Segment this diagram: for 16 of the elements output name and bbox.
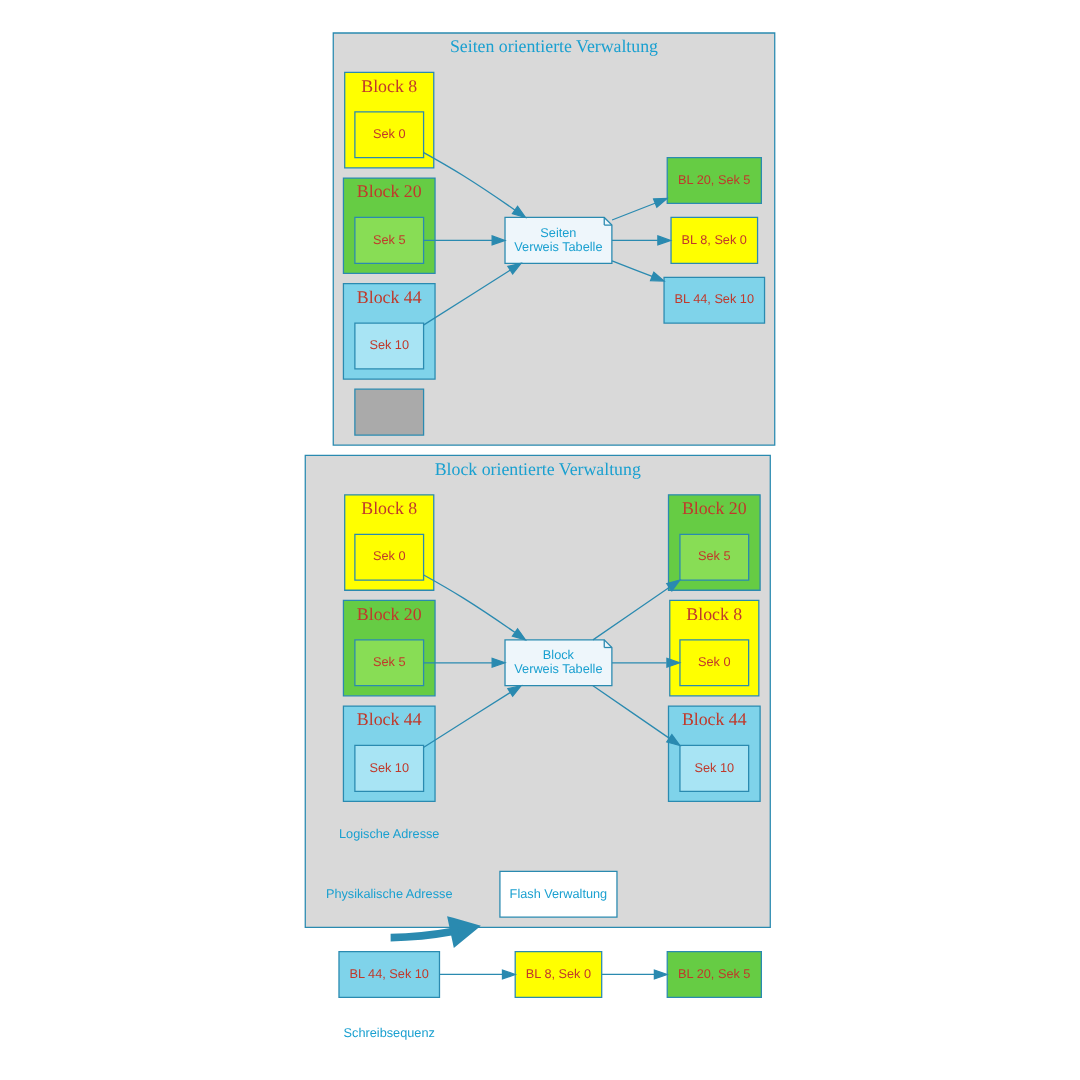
- arrow: [592, 685, 682, 747]
- arrow: [439, 969, 518, 980]
- arrow: [390, 916, 481, 949]
- arrow: [611, 657, 682, 669]
- arrow: [423, 235, 507, 246]
- arrow: [423, 151, 527, 219]
- arrow: [611, 235, 673, 246]
- arrow: [423, 574, 527, 641]
- node-box: [354, 388, 425, 436]
- arrow: [601, 969, 670, 980]
- arrow: [592, 578, 682, 641]
- arrow: [423, 262, 523, 326]
- arrow: [423, 684, 523, 748]
- arrow: [611, 197, 669, 221]
- arrow: [423, 657, 507, 669]
- arrow: [611, 260, 666, 282]
